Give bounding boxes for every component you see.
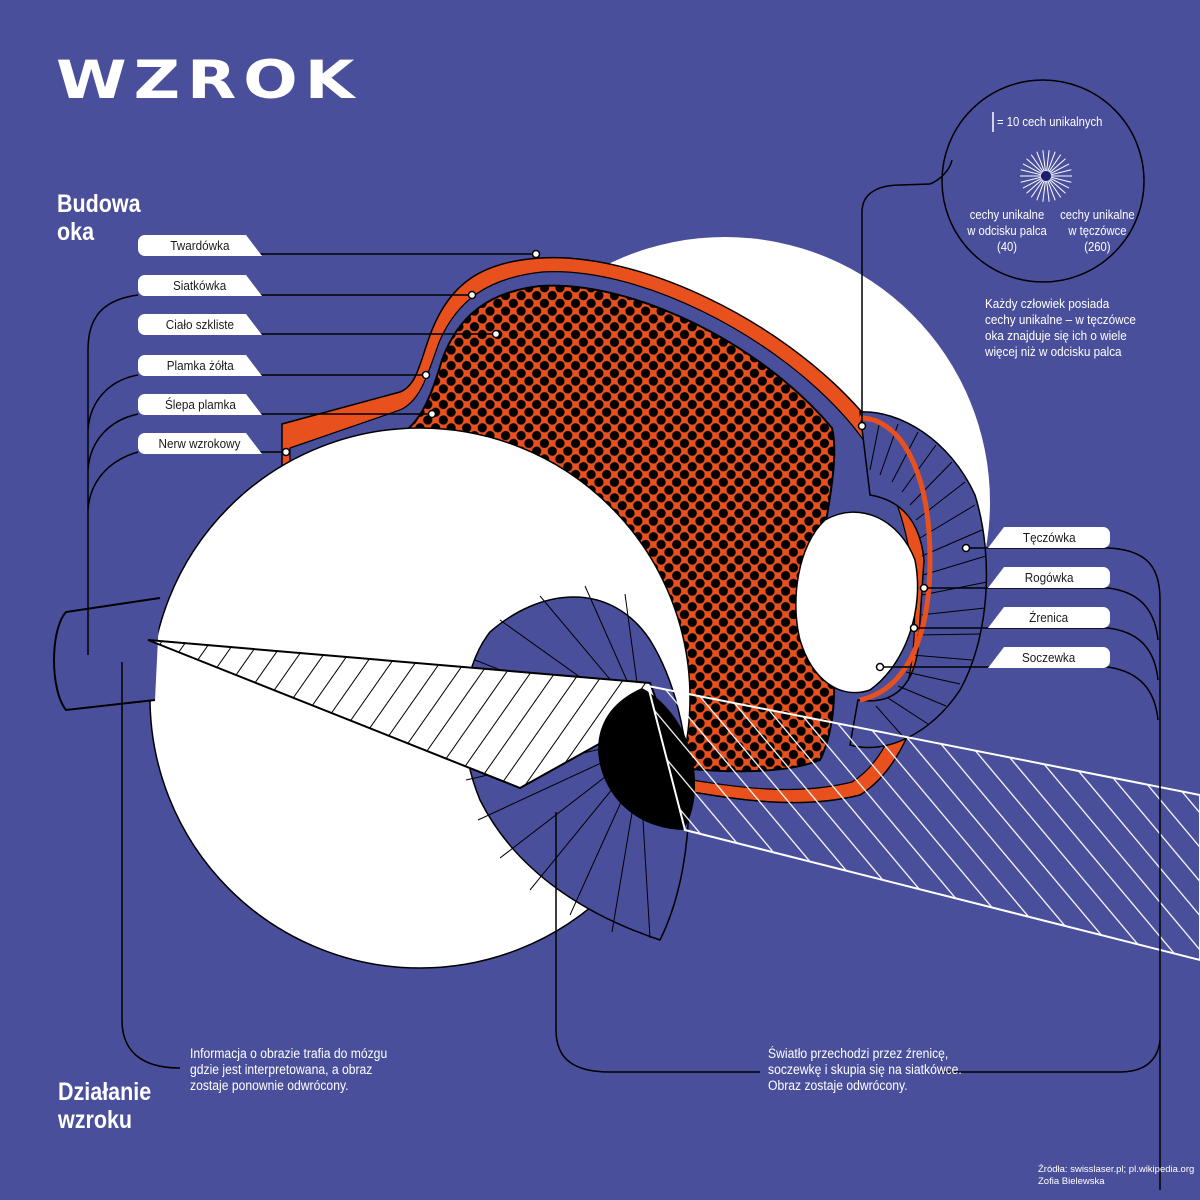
legend-text: = 10 cech unikalnych (997, 115, 1103, 129)
burst-ray (1046, 180, 1050, 202)
burst-ray (1047, 151, 1056, 172)
fingerprint-dots (1041, 171, 1051, 181)
label-rogowka: Rogówka (988, 567, 1110, 588)
burst-ray (1030, 154, 1044, 173)
page-title: WZROK (56, 50, 362, 112)
burst-ray (1049, 158, 1066, 174)
burst-ray (1026, 178, 1043, 194)
label-soczewka: Soczewka (988, 647, 1110, 668)
fingerprint-caption: cechy unikalne w odcisku palca (40) (967, 208, 1047, 254)
iris-front (849, 411, 988, 749)
burst-ray (1020, 176, 1042, 183)
burst-ray (1050, 177, 1070, 189)
label-plamka-zolta: Plamka żółta (138, 355, 262, 376)
burst-ray (1046, 150, 1050, 172)
brain-description: Informacja o obrazie trafia do mózgu gdz… (190, 1046, 388, 1093)
burst-ray (1048, 154, 1062, 173)
comparison-circle (941, 79, 1145, 283)
leader-lines-left (250, 253, 536, 453)
structure-heading: Budowa oka (57, 190, 141, 246)
label-slepa-plamka: Ślepa plamka (138, 394, 262, 415)
lens (795, 511, 919, 694)
light-beam (646, 684, 1200, 962)
label-nerw-wzrokowy: Nerw wzrokowy (138, 433, 262, 454)
burst-ray (1022, 177, 1042, 189)
burst-ray (1030, 179, 1044, 198)
burst-ray (1042, 150, 1046, 172)
structure-heading-line1: Budowa (57, 190, 141, 218)
function-heading: Działanie wzroku (58, 1078, 152, 1134)
burst-ray (1022, 163, 1042, 175)
label-siatkowka: Siatkówka (138, 275, 262, 296)
sources: Źródła: swisslaser.pl; pl.wikipedia.org … (1038, 1164, 1195, 1187)
burst-ray (1042, 180, 1046, 202)
unique-features-burst (1020, 150, 1072, 202)
burst-ray (1036, 151, 1045, 172)
burst-ray (1050, 163, 1070, 175)
optic-nerve (53, 597, 161, 712)
label-cialo-szkliste: Ciało szkliste (138, 314, 262, 335)
label-teczowka: Tęczówka (988, 527, 1110, 548)
burst-ray (1036, 180, 1045, 201)
burst-ray (1050, 176, 1072, 183)
comparison-note: Każdy człowiek posiada cechy unikalne – … (985, 296, 1136, 359)
process-lines (121, 662, 1161, 1073)
burst-ray (1048, 179, 1062, 198)
burst-ray (1026, 158, 1043, 174)
burst-ray (1049, 178, 1066, 194)
burst-ray (1020, 169, 1042, 176)
label-twardowka: Twardówka (138, 235, 262, 256)
iris-caption: cechy unikalne w tęczówce (260) (1060, 208, 1135, 254)
light-description: Światło przechodzi przez źrenicę, soczew… (768, 1046, 962, 1093)
burst-ray (1050, 169, 1072, 176)
burst-ray (1047, 180, 1056, 201)
structure-heading-line2: oka (57, 218, 95, 246)
label-zrenica: Źrenica (988, 607, 1110, 628)
